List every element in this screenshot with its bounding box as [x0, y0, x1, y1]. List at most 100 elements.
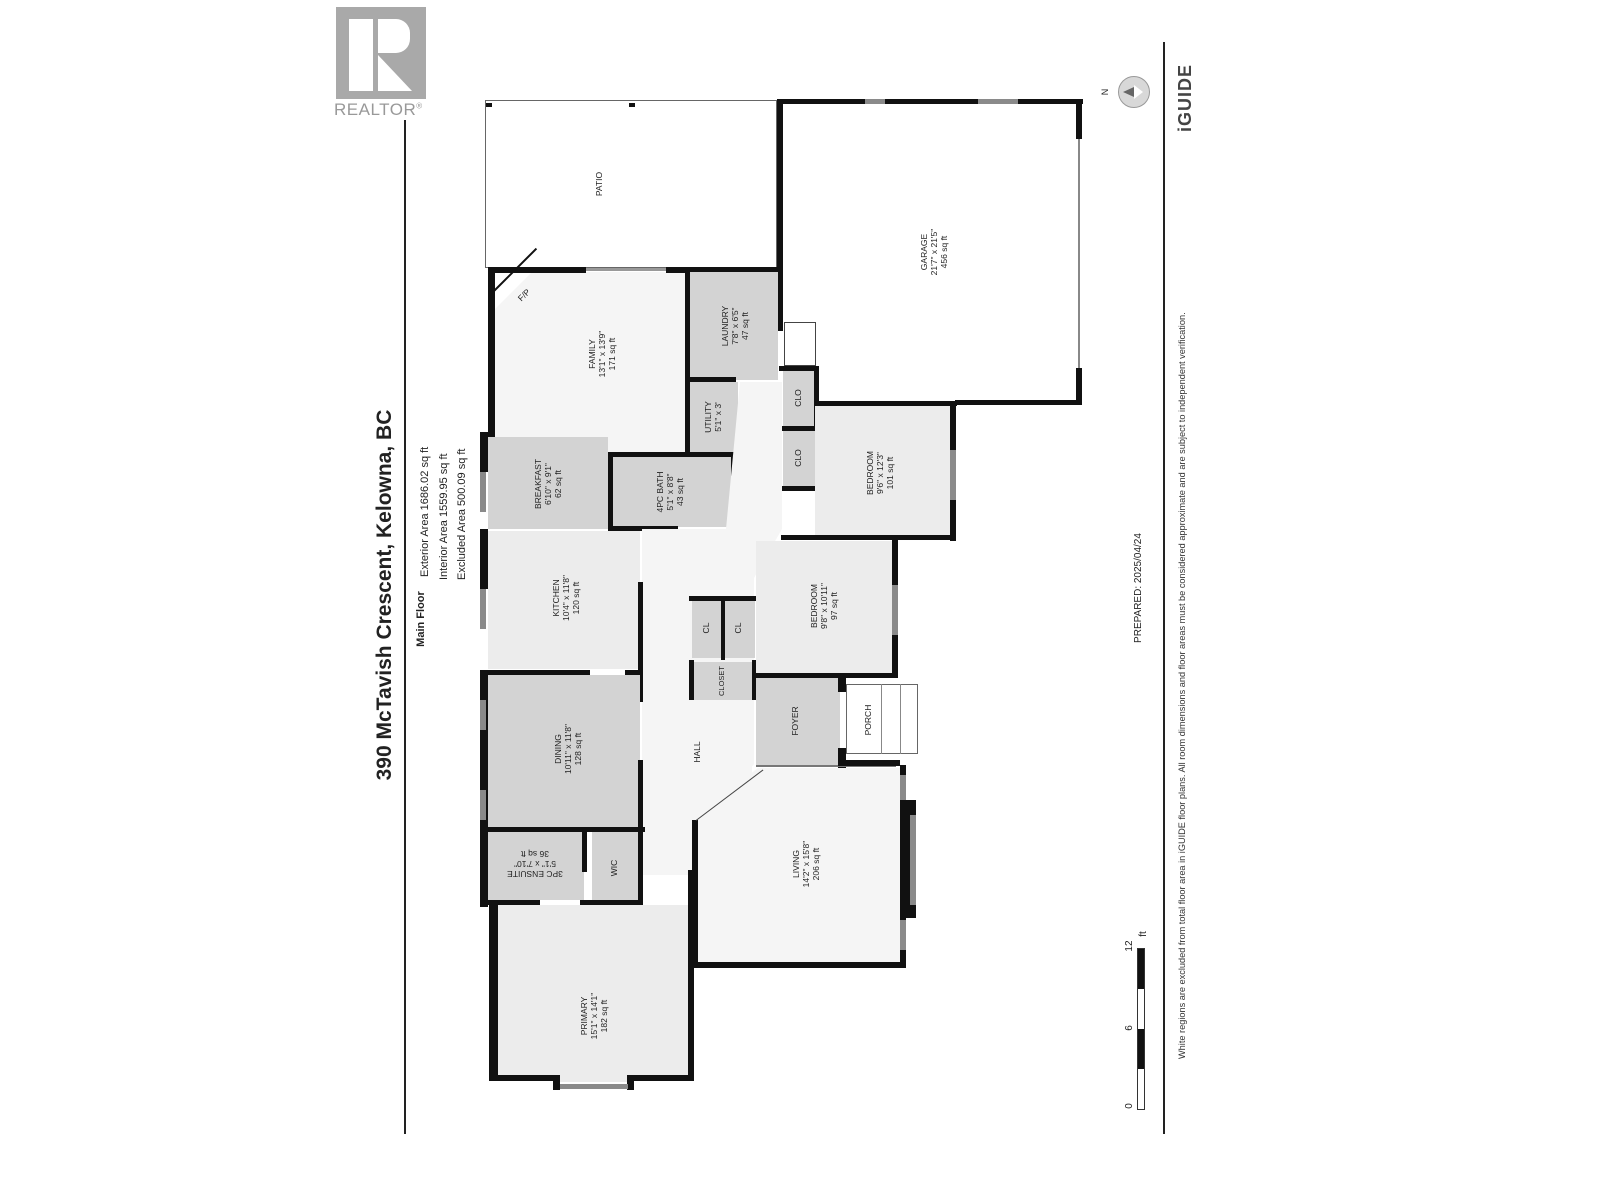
cl-2-label: CL: [733, 622, 743, 634]
patio-post: [629, 103, 635, 107]
garage-door[interactable]: [1078, 139, 1080, 369]
primary-area: 182 sq ft: [599, 999, 609, 1033]
family-label: FAMILY 13'1" x 13'9" 171 sq ft: [587, 319, 619, 389]
ensuite-name: 3PC ENSUITE: [507, 869, 563, 879]
room-wic: [592, 832, 638, 900]
bedroom-2-dims: 9'8" x 10'11": [819, 583, 829, 629]
compass-needle-tail: [1134, 85, 1143, 99]
bedroom-2-label: BEDROOM 9'8" x 10'11" 97 sq ft: [809, 571, 841, 641]
floor-label: Main Floor: [415, 591, 427, 647]
family-sliding-door[interactable]: [586, 268, 666, 271]
porch-step: [900, 684, 901, 754]
bedroom-2-name: BEDROOM: [809, 584, 819, 628]
room-closet: [692, 662, 754, 700]
realtor-logo-r-bowl: [378, 19, 410, 53]
closet-label: CLOSET: [717, 666, 726, 697]
kitchen-dining-divider: [480, 670, 590, 675]
foyer-label: FOYER: [790, 706, 800, 736]
dining-label: DINING 10'11" x 11'8" 128 sq ft: [553, 714, 585, 784]
primary-wall-left: [489, 900, 498, 1080]
bath-area: 43 sq ft: [675, 478, 685, 506]
scale-bar: [1137, 948, 1145, 1110]
kitchen-area: 120 sq ft: [571, 581, 581, 615]
iguide-logo: iGUIDE: [1175, 64, 1195, 133]
fireplace: [495, 273, 531, 309]
scale-tick-12: 12: [1124, 940, 1135, 952]
primary-bay: [558, 1070, 630, 1082]
ensuite-wall-bottom: [480, 900, 540, 905]
breakfast-name: BREAKFAST: [533, 458, 543, 510]
hall-label: HALL: [692, 741, 702, 763]
kitchen-window: [480, 589, 486, 629]
breakfast-label: BREAKFAST 6'10" x 9'1" 62 sq ft: [533, 449, 565, 519]
clo-2-label: CLO: [793, 449, 803, 467]
disclaimer: White regions are excluded from total fl…: [1177, 312, 1187, 1059]
living-bay-window: [910, 815, 916, 905]
family-name: FAMILY: [587, 339, 597, 369]
bedroom-1-dims: 9'6" x 12'3": [875, 452, 885, 494]
room-primary: [498, 905, 688, 1075]
left-border-line: [404, 120, 406, 1134]
family-dims: 13'1" x 13'9": [597, 330, 607, 378]
kitchen-wall-right: [638, 582, 643, 702]
foyer-wall-right-lower: [838, 748, 846, 768]
garage-wall-bottom: [955, 400, 1082, 405]
primary-dims: 15'1" x 14'1": [589, 992, 599, 1040]
wic-wall-right: [638, 827, 643, 907]
cl-1-label: CL: [701, 622, 711, 634]
breakfast-wall-left: [480, 432, 488, 472]
bedroom-1-wall-top: [815, 401, 957, 406]
dining-name: DINING: [553, 734, 563, 764]
living-wall-left: [692, 820, 698, 966]
family-wall-top-right: [666, 267, 778, 273]
kitchen-label: KITCHEN 10'4" x 11'8" 120 sq ft: [551, 563, 583, 633]
room-patio: [485, 100, 777, 268]
garage-name: GARAGE: [919, 233, 929, 271]
room-porch[interactable]: [846, 684, 918, 754]
garage-label: GARAGE 21'7" x 21'5" 456 sq ft: [919, 217, 951, 287]
compass-icon: [1118, 76, 1150, 108]
page-title: 390 McTavish Crescent, Kelowna, BC: [373, 409, 396, 781]
ensuite-dims: 5'1" x 7'10": [514, 859, 556, 869]
garage-area: 456 sq ft: [939, 235, 949, 269]
exterior-area: Exterior Area 1686.02 sq ft: [419, 446, 431, 577]
family-area: 171 sq ft: [607, 337, 617, 371]
family-wall-top-left: [488, 267, 586, 273]
room-living: [696, 768, 902, 962]
foyer-wall-right: [838, 678, 846, 692]
kitchen-dining-divider-right: [625, 670, 643, 675]
ensuite-divider: [582, 832, 587, 872]
wic-label: WIC: [609, 859, 619, 877]
laundry-wall-bottom: [686, 377, 736, 382]
bath-wall-left: [608, 452, 613, 530]
wic-wall-bottom: [580, 900, 643, 905]
utility-dims: 5'1" x 3': [713, 402, 723, 432]
scale-tick-0: 0: [1124, 1103, 1135, 1109]
room-cl-1: [692, 600, 722, 658]
bedroom-2-window: [892, 585, 898, 635]
room-3pc-ensuite: [488, 832, 584, 900]
living-name: LIVING: [791, 850, 801, 878]
breakfast-dims: 6'10" x 9'1": [543, 463, 553, 505]
ensuite-wall-top: [480, 827, 645, 832]
realtor-logo-r-leg: [378, 55, 412, 91]
room-utility: [690, 382, 738, 452]
kitchen-dims: 10'4" x 11'8": [561, 575, 571, 621]
primary-wall-right: [688, 870, 694, 1080]
living-dims: 14'2" x 15'8": [801, 840, 811, 888]
realtor-logo: [336, 7, 426, 99]
bedroom-1-wall-bottom: [781, 535, 956, 540]
bath-wall-top: [608, 452, 736, 457]
compass-north-label: N: [1100, 88, 1110, 96]
dining-window: [480, 700, 486, 730]
bath-wall-bottom: [608, 526, 678, 531]
living-window: [900, 775, 906, 800]
garage-wall-right-bottom: [1076, 368, 1082, 404]
scale-bar-segment: [1138, 1029, 1144, 1069]
primary-name: PRIMARY: [579, 996, 589, 1036]
bedroom-1-window: [950, 450, 956, 500]
room-cl-2: [725, 600, 755, 658]
bath-label: 4PC BATH 5'1" x 8'8" 43 sq ft: [655, 457, 687, 527]
room-clo-2: [783, 430, 815, 486]
compass-needle: [1123, 87, 1134, 97]
